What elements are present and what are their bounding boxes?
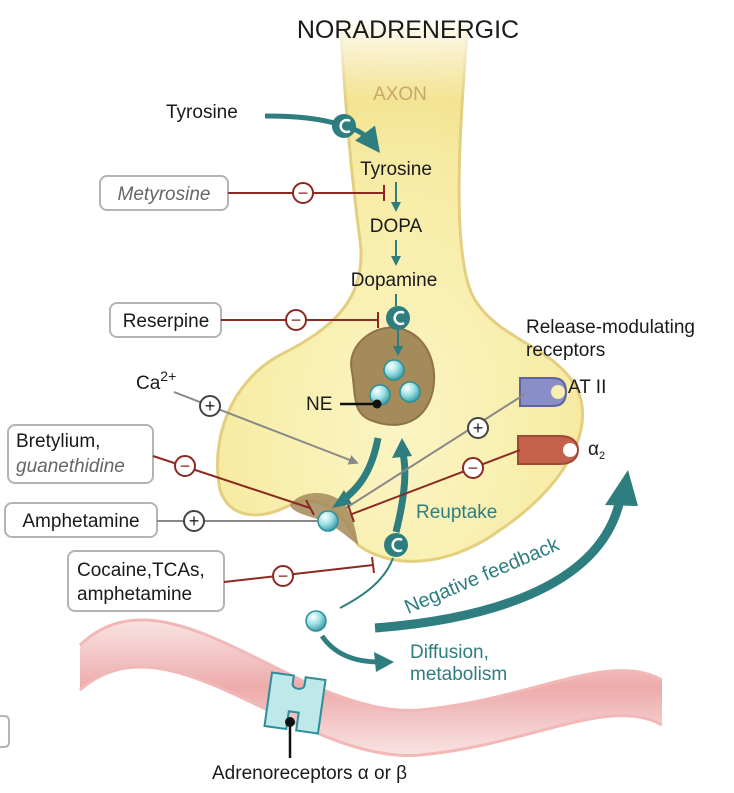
cropped-box-edge bbox=[0, 715, 10, 748]
reserpine-minus-sign: − bbox=[285, 309, 307, 331]
dopamine-label: Dopamine bbox=[351, 270, 438, 291]
svg-text:+: + bbox=[205, 396, 216, 416]
negative-feedback-arrow bbox=[374, 498, 625, 633]
adrenoreceptor-label: Adrenoreceptors α or β bbox=[212, 763, 407, 784]
calcium-plus-sign: + bbox=[199, 395, 221, 417]
at2-receptor-icon bbox=[519, 377, 568, 407]
reuptake-transporter-icon bbox=[384, 533, 408, 557]
tyrosine-outside-label: Tyrosine bbox=[166, 102, 238, 123]
alpha2-receptor-icon bbox=[517, 435, 580, 465]
ne-molecule bbox=[383, 359, 405, 381]
synaptic-ne-molecule bbox=[305, 610, 327, 632]
tyrosine-transporter-icon bbox=[332, 114, 356, 138]
cocaine-minus-sign: − bbox=[272, 565, 294, 587]
bretylium-box bbox=[7, 424, 154, 484]
metyrosine-label: Metyrosine bbox=[118, 184, 211, 205]
bretylium-label: Bretylium, bbox=[16, 431, 100, 452]
vesicular-transporter-icon bbox=[386, 306, 410, 330]
diffusion-arrow bbox=[319, 634, 381, 665]
svg-text:−: − bbox=[468, 458, 479, 478]
guanethidine-label: guanethidine bbox=[16, 456, 125, 477]
svg-text:−: − bbox=[278, 566, 289, 586]
ne-molecule bbox=[399, 381, 421, 403]
svg-text:−: − bbox=[291, 310, 302, 330]
axon-label: AXON bbox=[373, 84, 427, 105]
release-modulating-label-line1: Release-modulating bbox=[526, 317, 695, 338]
at2-label: AT II bbox=[568, 377, 606, 398]
dopa-label: DOPA bbox=[370, 216, 423, 237]
amphetamine-label: Amphetamine bbox=[22, 511, 139, 532]
reuptake-label: Reuptake bbox=[416, 502, 497, 523]
bretylium-minus-sign: − bbox=[174, 455, 196, 477]
reserpine-label: Reserpine bbox=[123, 311, 210, 332]
svg-text:+: + bbox=[473, 418, 484, 438]
release-modulating-label-line2: receptors bbox=[526, 340, 605, 361]
svg-text:+: + bbox=[189, 511, 200, 531]
at2-plus-sign: + bbox=[467, 417, 489, 439]
diffusion-label-line2: metabolism bbox=[410, 664, 507, 685]
adrenoreceptor-icon bbox=[263, 671, 327, 735]
svg-text:−: − bbox=[180, 456, 191, 476]
alpha2-inhibition-line bbox=[351, 449, 521, 515]
ne-label: NE bbox=[306, 394, 332, 415]
diffusion-label-line1: Diffusion, bbox=[410, 642, 489, 663]
alpha2-label: α2 bbox=[588, 439, 605, 462]
svg-text:−: − bbox=[298, 183, 309, 203]
metyrosine-minus-sign: − bbox=[292, 182, 314, 204]
cocaine-label-line2: amphetamine bbox=[77, 584, 192, 605]
calcium-label: Ca2+ bbox=[136, 368, 176, 394]
released-ne-molecule bbox=[317, 510, 339, 532]
blood-vessel bbox=[78, 618, 663, 757]
at2-stimulation-line bbox=[345, 393, 526, 509]
title: NORADRENERGIC bbox=[297, 16, 519, 44]
cocaine-inhibition-line bbox=[223, 564, 374, 583]
alpha2-minus-sign: − bbox=[462, 457, 484, 479]
amphetamine-plus-sign: + bbox=[183, 510, 205, 532]
cocaine-label-line1: Cocaine,TCAs, bbox=[77, 560, 205, 581]
tyrosine-inside-label: Tyrosine bbox=[360, 159, 432, 180]
